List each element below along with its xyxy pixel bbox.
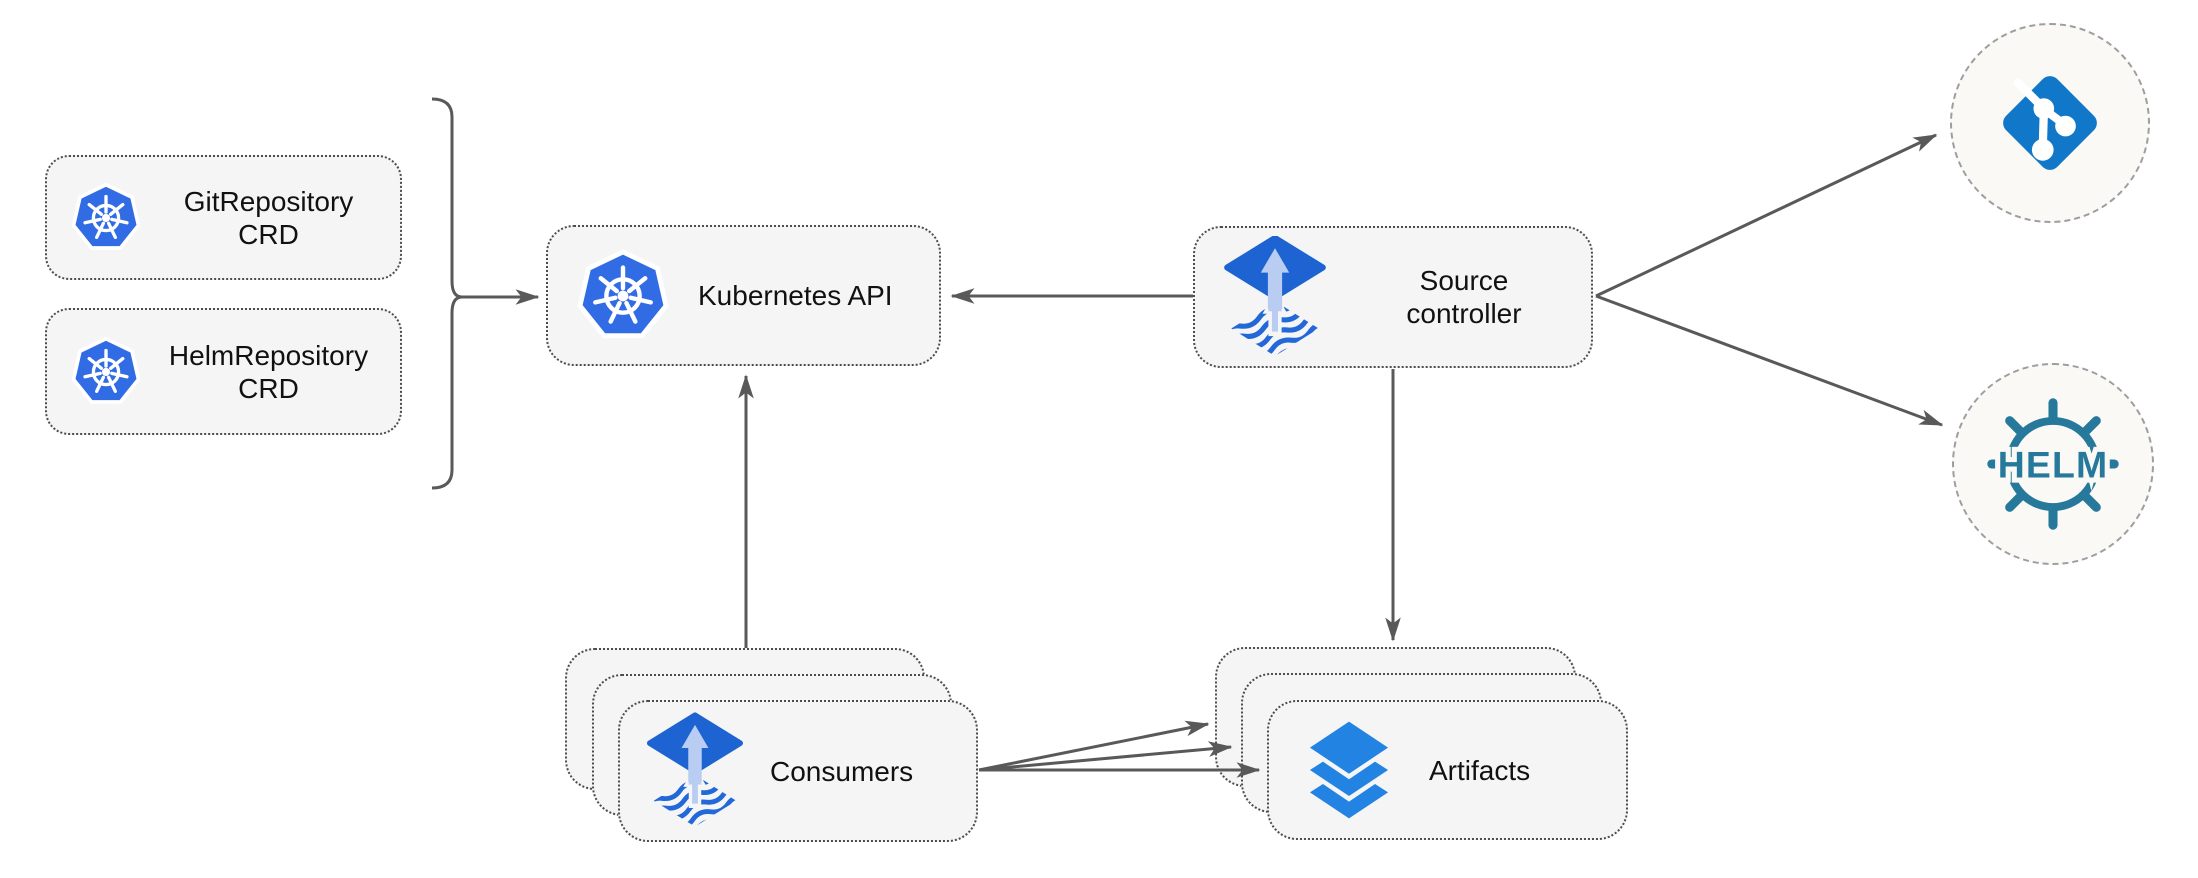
node-helm-repository-crd: HelmRepository CRD [45, 308, 402, 435]
arrow-source-controller-to-helm [1595, 294, 1944, 427]
kubernetes-icon [548, 247, 698, 345]
node-helm-repository-endpoint: HELM [1952, 363, 2154, 565]
arrow-consumers-to-artifacts-1 [978, 720, 1210, 772]
node-artifacts: Artifacts [1267, 700, 1628, 840]
node-consumers: Consumers [618, 700, 978, 842]
node-kubernetes-api: Kubernetes API [546, 225, 941, 366]
arrow-consumers-to-artifacts-2 [978, 741, 1233, 772]
git-icon [1988, 61, 2112, 185]
layers-icon [1269, 717, 1429, 823]
node-label: Source controller [1406, 265, 1522, 329]
node-label: GitRepository CRD [183, 185, 354, 250]
node-label: Kubernetes API [698, 280, 893, 311]
node-label: HelmRepository CRD [168, 339, 369, 404]
crd-group-bracket [431, 97, 463, 490]
flux-icon [620, 712, 770, 830]
flux-icon [1195, 236, 1355, 358]
node-label: Consumers [770, 755, 914, 787]
kubernetes-icon [47, 335, 165, 409]
arrow-source-controller-to-git [1595, 133, 1938, 298]
kubernetes-icon [47, 181, 165, 255]
helm-wordmark: HELM [1998, 444, 2108, 486]
node-git-repository-crd: GitRepository CRD [45, 155, 402, 280]
node-source-controller: Source controller [1193, 226, 1593, 368]
helm-icon: HELM [1985, 396, 2121, 532]
node-label: Artifacts [1429, 754, 1531, 786]
node-git-repository-endpoint [1950, 23, 2150, 223]
